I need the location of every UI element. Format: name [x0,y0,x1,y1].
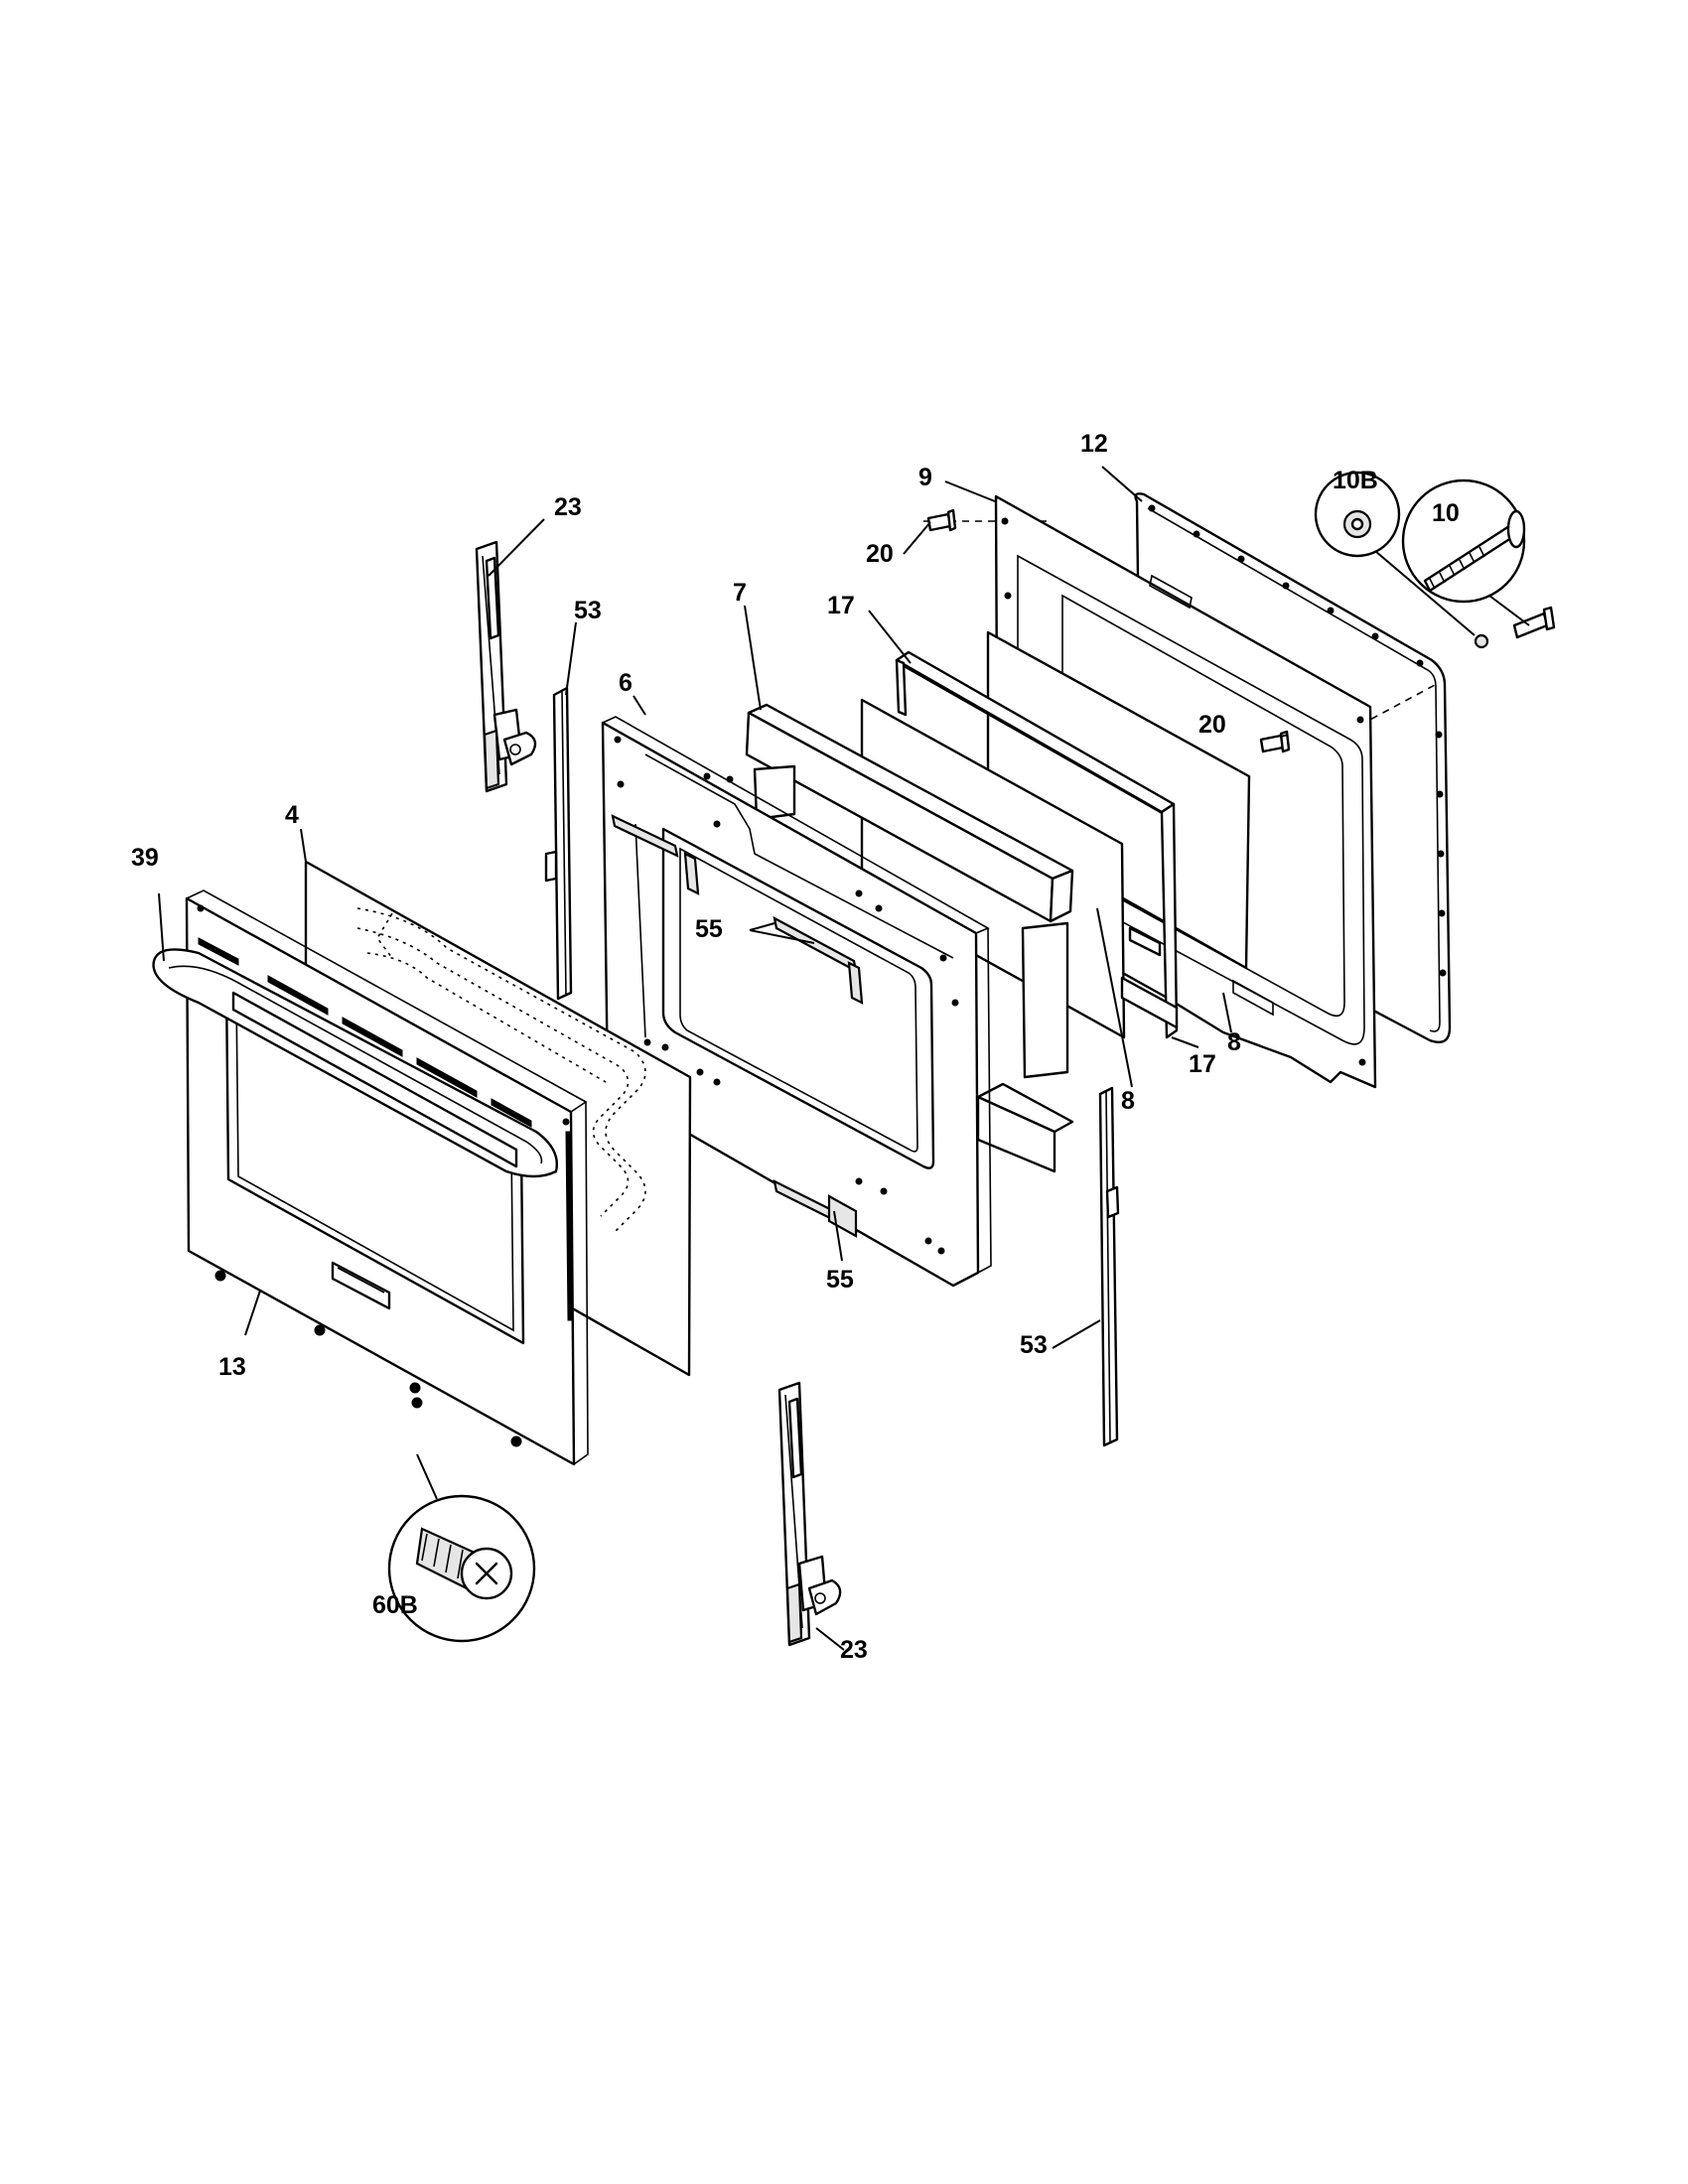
label-13: 13 [218,1353,246,1381]
part-12-door-gasket [1134,492,1452,1044]
label-8-mid: 8 [1121,1087,1135,1115]
leader-lines [158,466,1289,1651]
label-53-lower: 53 [1020,1331,1048,1359]
part-labels: 23 53 7 17 9 12 10B 10 20 6 20 4 39 55 8… [131,430,1460,1664]
part-17-glass-frame [895,650,1179,1039]
label-17-upper: 17 [827,592,855,619]
part-10-screw-installed [1474,606,1556,649]
label-17-lower: 17 [1189,1050,1216,1078]
label-4: 4 [285,801,299,829]
part-53-side-trim-lower [1098,1086,1120,1447]
label-6: 6 [619,669,633,697]
part-20-screw-right [1259,730,1291,753]
label-8-right: 8 [1227,1028,1241,1056]
part-10b-washer-callout [1314,471,1476,636]
part-8-glass-rear [986,630,1251,970]
label-12: 12 [1080,430,1108,458]
label-9: 9 [918,464,932,491]
part-60b-screw-callout [387,1397,536,1643]
part-55-hinge-receiver-upper [611,814,700,895]
part-23-hinge-upper [475,540,537,793]
part-20-screw-upper [926,508,957,532]
label-39: 39 [131,844,159,872]
label-7: 7 [733,579,747,607]
label-20-upper: 20 [866,540,894,568]
label-23-lower: 23 [840,1636,868,1664]
label-10: 10 [1432,499,1460,527]
part-55-hinge-receiver-mid [773,915,864,1005]
label-53-upper: 53 [574,597,602,624]
label-20-right: 20 [1198,711,1226,739]
label-55-lower: 55 [826,1266,854,1294]
label-10b: 10B [1333,467,1378,494]
part-10-screw-callout [1401,478,1530,626]
part-23-hinge-lower [777,1381,842,1647]
label-23-upper: 23 [554,493,582,521]
part-53-side-trim-upper [544,686,573,1001]
part-6-door-liner [601,716,992,1288]
label-55-mid: 55 [695,915,723,943]
label-60b: 60B [372,1591,418,1619]
part-39-door-handle [152,948,558,1178]
